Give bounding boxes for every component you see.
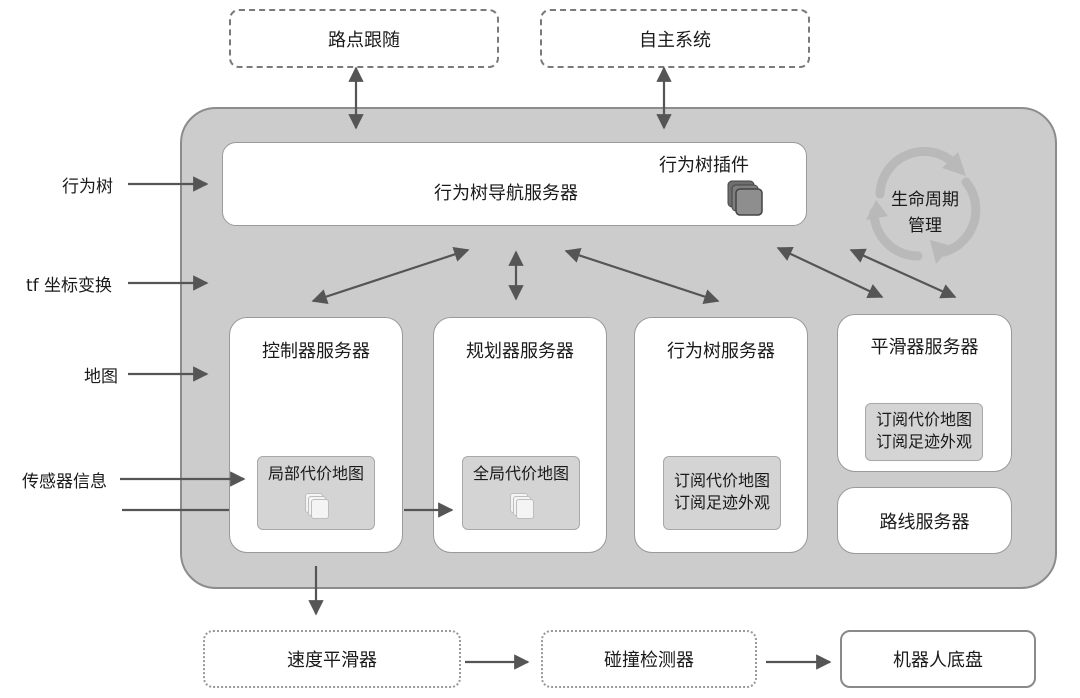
local-costmap-box: 局部代价地图	[257, 456, 375, 530]
local-costmap-label: 局部代价地图	[267, 464, 364, 483]
autonomy-system-box: 自主系统	[540, 9, 810, 68]
smoother-subscriptions-box: 订阅代价地图 订阅足迹外观	[865, 403, 983, 461]
global-costmap-label: 全局代价地图	[472, 464, 569, 483]
tf-transform-input-label: tf 坐标变换	[26, 276, 113, 296]
autonomy-system-label: 自主系统	[639, 29, 711, 51]
lifecycle-label-line2: 管理	[908, 216, 942, 236]
global-costmap-box: 全局代价地图	[462, 456, 580, 530]
behavior-tree-input-label: 行为树	[62, 177, 113, 197]
behavior-server-box: 行为树服务器 订阅代价地图 订阅足迹外观	[634, 317, 808, 553]
smoother-sub-line2: 订阅足迹外观	[875, 432, 972, 451]
map-input-label: 地图	[84, 367, 118, 387]
waypoint-following-label: 路点跟随	[328, 29, 400, 51]
behavior-sub-line1: 订阅代价地图	[673, 471, 770, 490]
smoother-sub-line1: 订阅代价地图	[875, 410, 972, 429]
costmap-docs-icon	[510, 493, 534, 519]
controller-server-title: 控制器服务器	[262, 341, 370, 362]
bt-plugins-label: 行为树插件	[659, 155, 749, 176]
lifecycle-label-line1: 生命周期	[891, 190, 959, 210]
behavior-server-title: 行为树服务器	[667, 341, 775, 362]
robot-base-box: 机器人底盘	[840, 630, 1036, 688]
velocity-smoother-label: 速度平滑器	[287, 650, 377, 671]
smoother-server-box: 平滑器服务器 订阅代价地图 订阅足迹外观	[837, 314, 1012, 472]
planner-server-box: 规划器服务器 全局代价地图	[433, 317, 607, 553]
robot-base-label: 机器人底盘	[893, 650, 983, 671]
route-server-box: 路线服务器	[837, 487, 1012, 554]
plugin-stack-icon	[727, 180, 763, 216]
smoother-server-title: 平滑器服务器	[870, 337, 979, 358]
lifecycle-label: 生命周期 管理	[880, 187, 970, 239]
waypoint-following-box: 路点跟随	[229, 9, 499, 68]
bt-navigator-title: 行为树导航服务器	[434, 183, 578, 204]
lifecycle-cycle-icon	[866, 147, 981, 264]
behavior-subscriptions-box: 订阅代价地图 订阅足迹外观	[663, 456, 781, 530]
planner-server-title: 规划器服务器	[466, 341, 574, 362]
costmap-docs-icon	[305, 493, 329, 519]
collision-monitor-box: 碰撞检测器	[541, 630, 757, 688]
sensor-info-input-label: 传感器信息	[22, 472, 107, 492]
velocity-smoother-box: 速度平滑器	[203, 630, 461, 688]
behavior-sub-line2: 订阅足迹外观	[673, 493, 770, 512]
collision-monitor-label: 碰撞检测器	[604, 650, 694, 671]
controller-server-box: 控制器服务器 局部代价地图	[229, 317, 403, 553]
route-server-title: 路线服务器	[879, 511, 970, 533]
bt-navigator-box: 行为树导航服务器 行为树插件	[222, 142, 807, 226]
